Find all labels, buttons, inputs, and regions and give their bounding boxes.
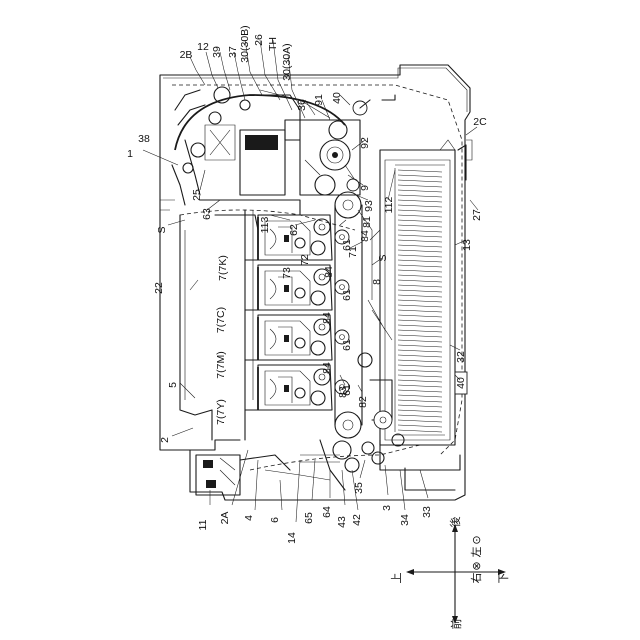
direction-labels: 上 下前 後 ⊗ 右 ⊙ 左 bbox=[390, 517, 510, 630]
manual-feed-tray bbox=[196, 455, 330, 495]
ref-label-6: 6 bbox=[269, 517, 281, 523]
ref-label-5: 5 bbox=[167, 382, 179, 388]
ref-label-7K: 7(7K) bbox=[217, 255, 229, 281]
ref-label-7C: 7(7C) bbox=[215, 307, 227, 333]
ref-label-S2: S bbox=[377, 254, 389, 261]
ref-label-2C: 2C bbox=[473, 116, 487, 128]
direction-label-right: 右 bbox=[469, 573, 483, 584]
ref-label-9: 9 bbox=[359, 185, 371, 191]
ref-label-12: 12 bbox=[197, 41, 209, 53]
ref-label-33: 33 bbox=[421, 506, 433, 518]
ref-label-65: 65 bbox=[303, 512, 315, 524]
ref-label-37: 37 bbox=[227, 46, 239, 58]
direction-label-front: 前 bbox=[449, 619, 463, 630]
ref-label-2A: 2A bbox=[219, 512, 231, 525]
ref-label-8: 8 bbox=[371, 279, 383, 285]
ref-label-84b: 84 bbox=[323, 266, 335, 278]
ref-label-61b: 61 bbox=[341, 289, 353, 301]
ref-label-113: 113 bbox=[259, 216, 271, 233]
ref-label-64: 64 bbox=[321, 506, 333, 518]
ref-label-84d: 84 bbox=[321, 362, 333, 374]
ref-label-73: 73 bbox=[281, 267, 293, 279]
ref-label-40a: 40 bbox=[331, 92, 343, 104]
station-3 bbox=[245, 315, 349, 360]
ref-label-91: 91 bbox=[313, 94, 325, 106]
ref-label-13: 13 bbox=[461, 239, 473, 251]
ref-label-S1: S bbox=[156, 226, 168, 233]
ref-label-43: 43 bbox=[336, 516, 348, 528]
direction-indicator bbox=[406, 524, 506, 624]
ref-label-92: 92 bbox=[359, 137, 371, 149]
ref-label-2: 2 bbox=[159, 437, 171, 443]
ref-label-61d: 61 bbox=[341, 384, 353, 396]
ref-label-3: 3 bbox=[381, 505, 393, 511]
ref-label-32: 32 bbox=[455, 351, 467, 363]
direction-label-right-symbol: ⊗ bbox=[470, 561, 483, 570]
ref-label-4: 4 bbox=[243, 515, 255, 521]
ref-label-TH: TH bbox=[267, 37, 279, 51]
ref-label-72: 72 bbox=[299, 254, 311, 266]
ref-label-84c: 84 bbox=[321, 312, 333, 324]
image-forming-units bbox=[245, 215, 349, 410]
ref-label-14: 14 bbox=[286, 532, 298, 544]
ref-label-93: 93 bbox=[363, 200, 375, 212]
ref-label-27: 27 bbox=[471, 209, 483, 221]
direction-label-left: 左 bbox=[470, 547, 483, 558]
direction-label-back: 後 bbox=[448, 517, 462, 528]
ref-label-30A: 30(30A) bbox=[281, 43, 293, 80]
ref-label-22: 22 bbox=[153, 282, 165, 294]
ref-label-63: 63 bbox=[201, 208, 213, 220]
ref-label-39: 39 bbox=[211, 46, 223, 58]
ref-label-62: 62 bbox=[288, 224, 300, 236]
ref-label-1: 1 bbox=[127, 148, 133, 160]
ref-label-36: 36 bbox=[296, 99, 308, 111]
direction-label-left-symbol: ⊙ bbox=[470, 535, 483, 544]
ref-label-2B: 2B bbox=[180, 49, 193, 61]
ref-label-11: 11 bbox=[197, 519, 209, 530]
direction-label-up: 上 bbox=[390, 573, 403, 584]
ref-label-40b: 40 bbox=[455, 377, 467, 389]
ref-label-26: 26 bbox=[253, 34, 265, 46]
ref-label-30B: 30(30B) bbox=[239, 25, 251, 62]
direction-label-down: 下 bbox=[497, 573, 510, 584]
ref-label-7M: 7(7M) bbox=[215, 351, 227, 378]
ref-label-81: 81 bbox=[361, 216, 373, 228]
ref-label-84a: 84 bbox=[359, 230, 371, 242]
ref-label-25: 25 bbox=[191, 189, 203, 201]
ref-label-61c: 61 bbox=[341, 339, 353, 351]
front-cover bbox=[180, 210, 245, 440]
ref-label-71: 71 bbox=[347, 246, 359, 258]
reference-labels: 1382B12393730(30B)26TH30(30A)3691402C922… bbox=[127, 25, 487, 544]
ref-label-82: 82 bbox=[357, 396, 369, 408]
ref-label-112: 112 bbox=[383, 196, 395, 213]
ref-label-38: 38 bbox=[138, 133, 150, 145]
registration-rollers bbox=[250, 434, 420, 490]
ref-label-7Y: 7(7Y) bbox=[215, 399, 227, 425]
ref-label-35: 35 bbox=[353, 482, 365, 494]
ref-label-34: 34 bbox=[399, 514, 411, 526]
ref-label-42: 42 bbox=[351, 514, 363, 526]
station-4 bbox=[245, 365, 349, 410]
